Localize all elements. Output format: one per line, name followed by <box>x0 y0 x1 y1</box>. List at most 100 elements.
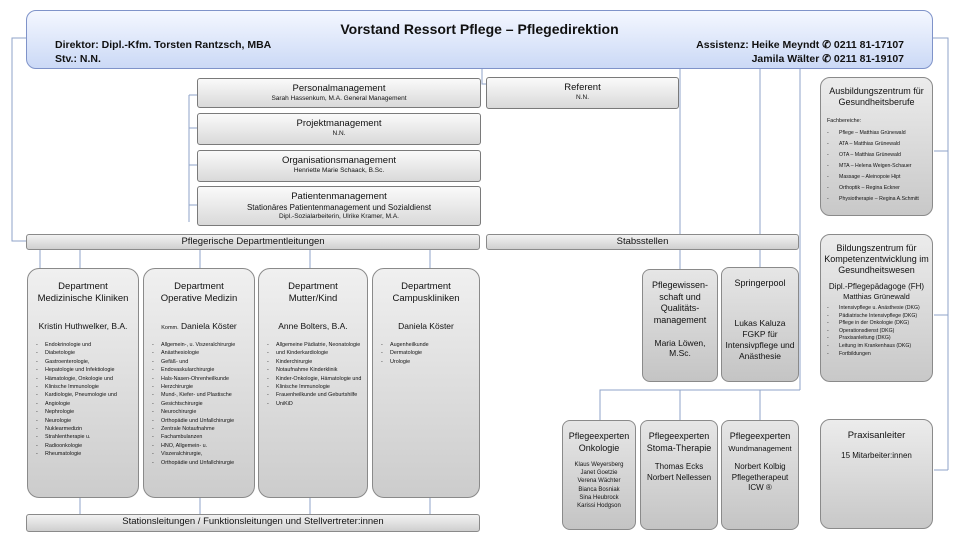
dept-head-line: Komm. Daniela Köster <box>144 321 254 331</box>
expert-names: Klaus Weyersberg Janet Goetzie Verena Wä… <box>563 461 635 510</box>
list-item: Verena Wächter <box>577 478 621 485</box>
experts-wundmanagement: Pflegeexperten Wundmanagement Norbert Ko… <box>721 420 799 530</box>
dept-head: Anne Bolters, B.A. <box>278 321 348 331</box>
list-item: Herzchirurgie <box>152 383 250 392</box>
side-title: Bildungszentrum für Kompetenzentwicklung… <box>824 243 929 275</box>
list-item: Pflegetherapeut <box>731 472 789 482</box>
list-item: Karissi Hodgson <box>577 503 621 510</box>
list-item: Augenheilkunde <box>381 341 475 350</box>
list-item: Bianca Bosniak <box>578 486 620 493</box>
list-item: Dermatologie <box>381 349 475 358</box>
dept-title-2: Mutter/Kind <box>288 293 338 304</box>
list-item: Kinder-Onkologie, Hämatologie und <box>267 375 363 384</box>
dept-head: Kristin Huthwelker, B.A. <box>38 321 128 331</box>
assistant-2: Jamila Wälter ✆ 0211 81-19107 <box>751 53 904 65</box>
list-item: Orthopädie und Unfallchirurgie <box>152 417 250 426</box>
list-item: Angiologie <box>36 400 134 409</box>
box-subtitle: Stationäres Patientenmanagement und Sozi… <box>246 203 432 212</box>
box-person: Dipl.-Sozialarbeiterin, Ulrike Kramer, M… <box>279 213 399 220</box>
list-item: Strahlentherapie u. <box>36 433 134 442</box>
unit-title: Pflegewissen-schaft und Qualitäts-manage… <box>651 280 709 325</box>
list-item: Gefäß- und <box>152 358 250 367</box>
expert-title-1: Pflegeexperten <box>729 431 791 441</box>
list-item: Anästhesiologie <box>152 349 250 358</box>
list-item: Kardiologie, Pneumologie und <box>36 391 134 400</box>
patientenmanagement-box: Patientenmanagement Stationäres Patiente… <box>197 186 481 226</box>
expert-title-1: Pflegeexperten <box>568 431 630 441</box>
list-item: HNO, Allgemein- u. <box>152 442 250 451</box>
list-item: Massage – Aleinopoie Hipt <box>827 172 928 183</box>
list-item: Allgemein-, u. Viszeralchirurgie <box>152 341 250 350</box>
list-item: Pädiatrische Intensivpflege (DKG) <box>827 313 928 321</box>
expert-title-1: Pflegeexperten <box>648 431 710 441</box>
station-heads-bar: Stationsleitungen / Funktionsleitungen u… <box>26 514 480 532</box>
department-medizinische-kliniken: Department Medizinische Kliniken Kristin… <box>27 268 139 498</box>
list-item: Operationsdienst (DKG) <box>827 328 928 336</box>
side-head-1: Dipl.-Pflegepädagoge (FH) <box>828 282 925 291</box>
deputy-name: Stv.: N.N. <box>55 53 101 65</box>
praxisanleiter-box: Praxisanleiter 15 Mitarbeiter:innen <box>820 419 933 529</box>
list-item: Sina Heubrock <box>579 494 619 501</box>
list-item: Radioonkologie <box>36 442 134 451</box>
list-item: Viszeralchirurgie, <box>152 450 250 459</box>
list-item: Hämatologie, Onkologie und <box>36 375 134 384</box>
staff-bar: Stabsstellen <box>486 234 799 250</box>
list-item: Rheumatologie <box>36 450 134 459</box>
list-item: ICW ® <box>748 483 772 492</box>
pflegewissenschaft-box: Pflegewissen-schaft und Qualitäts-manage… <box>642 269 718 382</box>
experts-stoma-therapie: Pflegeexperten Stoma-Therapie Thomas Eck… <box>640 420 718 530</box>
list-item: Urologie <box>381 358 475 367</box>
list-item: Hepatologie und Infektiologie <box>36 366 134 375</box>
box-title: Organisationsmanagement <box>281 155 397 166</box>
unit-title: Springerpool <box>734 278 786 288</box>
list-item: Klaus Weyersberg <box>574 462 624 468</box>
list-item: Fachambulanzen <box>152 433 250 442</box>
unit-person: Maria Löwen, M.Sc. <box>654 338 706 358</box>
list-item: Gastroenterologie, <box>36 358 134 367</box>
side-title: Praxisanleiter <box>847 430 906 441</box>
list-item: Neurochirurgie <box>152 408 250 417</box>
expert-title-2: Wundmanagement <box>728 443 792 453</box>
list-item: Notaufnahme Kinderklinik <box>267 366 363 375</box>
list-item: Nephrologie <box>36 408 134 417</box>
list-item: Physiotherapie – Regina A.Schmitt <box>827 194 928 205</box>
list-item: Thomas Ecks <box>654 462 704 471</box>
referent-box: Referent N.N. <box>486 77 679 109</box>
dept-title-1: Department <box>401 281 451 292</box>
department-mutter-kind: Department Mutter/Kind Anne Bolters, B.A… <box>258 268 368 498</box>
box-person: Henriette Marie Schaack, B.Sc. <box>293 167 385 174</box>
list-item: OTA – Matthias Grünewald <box>827 150 928 161</box>
board-title: Vorstand Ressort Pflege – Pflegedirektio… <box>340 21 619 37</box>
dept-title-1: Department <box>174 281 224 292</box>
dept-head: Daniela Köster <box>398 321 454 331</box>
dept-title-2: Medizinische Kliniken <box>37 293 129 304</box>
springerpool-box: Springerpool Lukas Kaluza FGKP für Inten… <box>721 267 799 382</box>
unit-person: Lukas Kaluza FGKP für Intensivpflege und… <box>725 317 795 361</box>
department-campuskliniken: Department Campuskliniken Daniela Köster… <box>372 268 480 498</box>
list-item: Endovaskularchirurgie <box>152 366 250 375</box>
dept-title-1: Department <box>58 281 108 292</box>
expert-title-2: Stoma-Therapie <box>646 442 712 453</box>
dept-clinic-list: Allgemeine Pädiatrie, Neonatologie und K… <box>267 341 363 409</box>
expert-names: Thomas Ecks Norbert Nellessen <box>641 462 717 483</box>
list-item: Janet Goetzie <box>580 470 618 477</box>
organisationsmanagement-box: Organisationsmanagement Henriette Marie … <box>197 150 481 182</box>
list-item: Hals-Nasen-Ohrenheilkunde <box>152 375 250 384</box>
list-item: Diabetologie <box>36 349 134 358</box>
list-item: ATA – Matthias Grünewald <box>827 139 928 150</box>
dept-title-2: Operative Medizin <box>160 293 238 304</box>
personalmanagement-box: Personalmanagement Sarah Hassenkum, M.A.… <box>197 78 481 108</box>
list-item: Klinische Immunologie <box>36 383 134 392</box>
dept-clinic-list: Endokrinologie und Diabetologie Gastroen… <box>36 341 134 459</box>
list-item: Norbert Nellessen <box>646 472 712 482</box>
list-item: Neurologie <box>36 417 134 426</box>
box-title: Patientenmanagement <box>291 191 387 202</box>
dept-clinic-list: Augenheilkunde Dermatologie Urologie <box>381 341 475 367</box>
bildungszentrum-box: Bildungszentrum für Kompetenzentwicklung… <box>820 234 933 382</box>
list-item: Frauenheilkunde und Geburtshilfe <box>267 391 363 400</box>
list-item: Allgemeine Pädiatrie, Neonatologie <box>267 341 363 350</box>
dept-head-prefix: Komm. <box>161 325 179 331</box>
side-sub: 15 Mitarbeiter:innen <box>841 451 912 460</box>
list-item: Orthopädie und Unfallchirurgie <box>152 459 250 468</box>
